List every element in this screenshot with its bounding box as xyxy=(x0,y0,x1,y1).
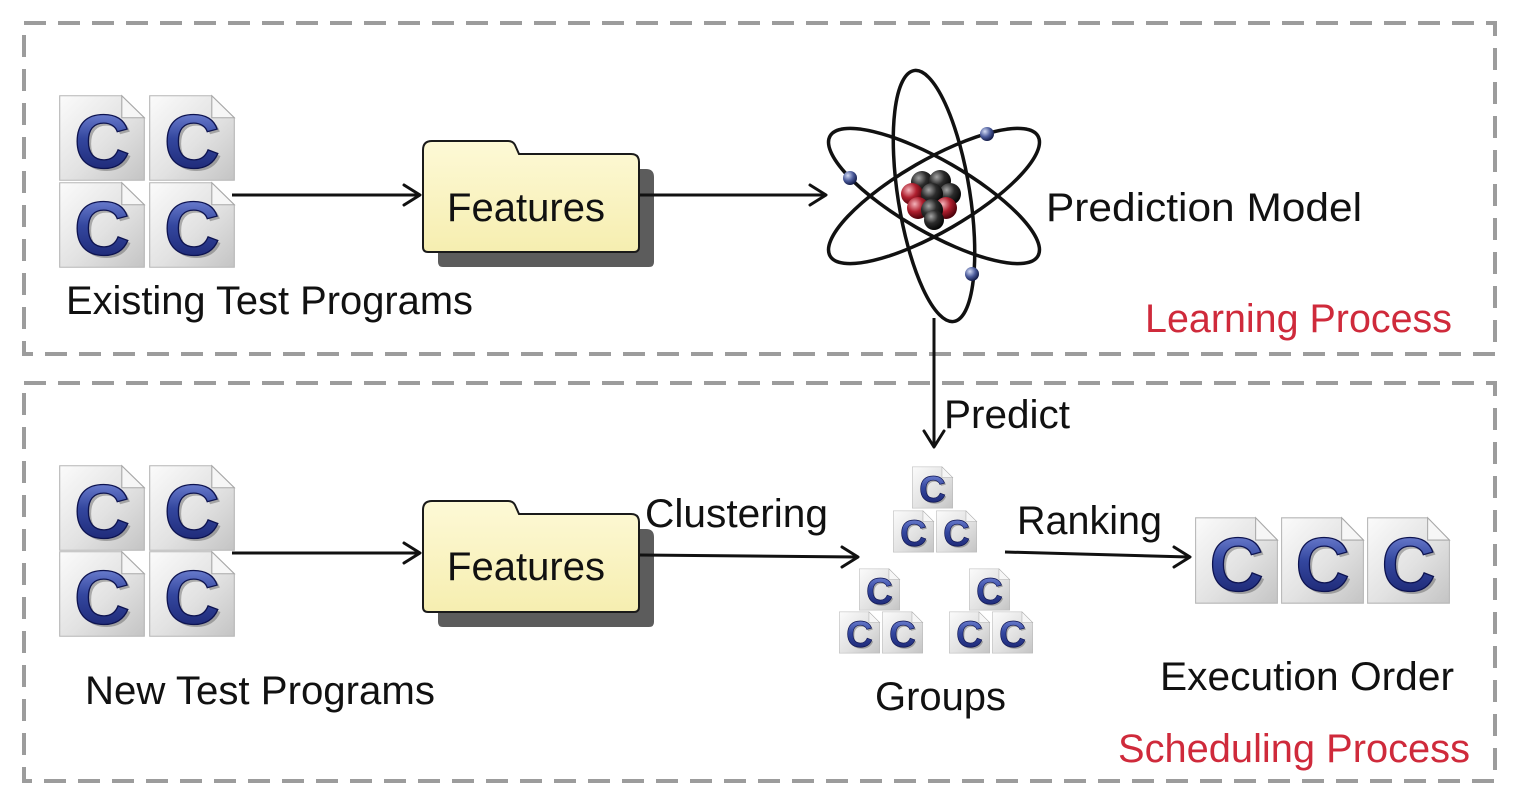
scheduling-process-title: Scheduling Process xyxy=(1118,727,1470,771)
features-label: Features xyxy=(447,186,605,230)
new-test-programs xyxy=(59,465,235,638)
orbit xyxy=(826,126,1042,266)
execution-order xyxy=(1194,517,1451,605)
electron xyxy=(980,127,994,141)
c-file-icon xyxy=(838,611,881,654)
nucleus-particle xyxy=(921,183,943,205)
c-file-icon xyxy=(968,568,1011,611)
orbit xyxy=(891,68,977,324)
group-cluster xyxy=(948,568,1034,654)
nucleus-particle xyxy=(924,210,944,230)
scheduling-process-box xyxy=(22,381,1497,783)
electron xyxy=(843,171,857,185)
c-file-icon xyxy=(881,611,924,654)
ranking-label: Ranking xyxy=(1017,499,1162,543)
arrow-head xyxy=(922,429,946,449)
folder-body xyxy=(422,500,640,613)
c-file-icon xyxy=(1280,517,1365,605)
c-file-icon xyxy=(1366,517,1451,605)
groups-label: Groups xyxy=(875,675,1006,719)
execution-order-label: Execution Order xyxy=(1160,655,1454,699)
nucleus xyxy=(901,170,961,230)
predict-label: Predict xyxy=(944,393,1070,437)
folder-icon xyxy=(422,500,654,627)
arrow-head xyxy=(402,183,422,207)
atom-icon xyxy=(826,68,1042,324)
c-file-icon xyxy=(892,510,935,553)
arrow-line xyxy=(1004,550,1190,559)
arrow-existing-to-features xyxy=(232,183,422,207)
arrow-features-to-model xyxy=(640,183,828,207)
c-file-icon xyxy=(991,611,1034,654)
group-cluster xyxy=(838,568,924,654)
clustering-label: Clustering xyxy=(645,492,828,536)
c-file-icon xyxy=(59,551,145,638)
arrow-model-to-groups xyxy=(922,318,946,449)
arrow-head xyxy=(1172,545,1192,569)
c-file-icon xyxy=(858,568,901,611)
existing-test-programs xyxy=(59,95,235,269)
c-file-icon xyxy=(149,551,235,638)
learning-process-title: Learning Process xyxy=(1145,297,1452,341)
orbit xyxy=(826,126,1042,266)
folder-body xyxy=(422,140,640,253)
c-file-icon xyxy=(59,465,145,552)
new-test-programs-label: New Test Programs xyxy=(85,669,435,713)
c-file-icon xyxy=(59,95,145,182)
group-cluster xyxy=(892,466,978,553)
arrow-head xyxy=(808,183,828,207)
arrow-head xyxy=(402,541,422,565)
arrow-line xyxy=(639,553,858,559)
features-label: Features xyxy=(447,545,605,589)
c-file-icon xyxy=(1194,517,1279,605)
electron xyxy=(965,267,979,281)
c-file-icon xyxy=(911,466,954,509)
folder-icon xyxy=(422,140,654,267)
existing-test-programs-label: Existing Test Programs xyxy=(66,279,473,323)
arrow-head xyxy=(840,545,860,569)
c-file-icon xyxy=(59,182,145,269)
prediction-model-label: Prediction Model xyxy=(1046,186,1362,230)
arrow-new-to-features xyxy=(232,541,422,565)
arrow-features-to-groups xyxy=(639,545,860,569)
c-file-icon xyxy=(935,510,978,553)
groups xyxy=(838,466,1034,654)
c-file-icon xyxy=(149,95,235,182)
arrow-groups-to-order xyxy=(1004,545,1192,569)
c-file-icon xyxy=(149,465,235,552)
c-file-icon xyxy=(948,611,991,654)
c-file-icon xyxy=(149,182,235,269)
learning-process-box xyxy=(22,21,1497,356)
